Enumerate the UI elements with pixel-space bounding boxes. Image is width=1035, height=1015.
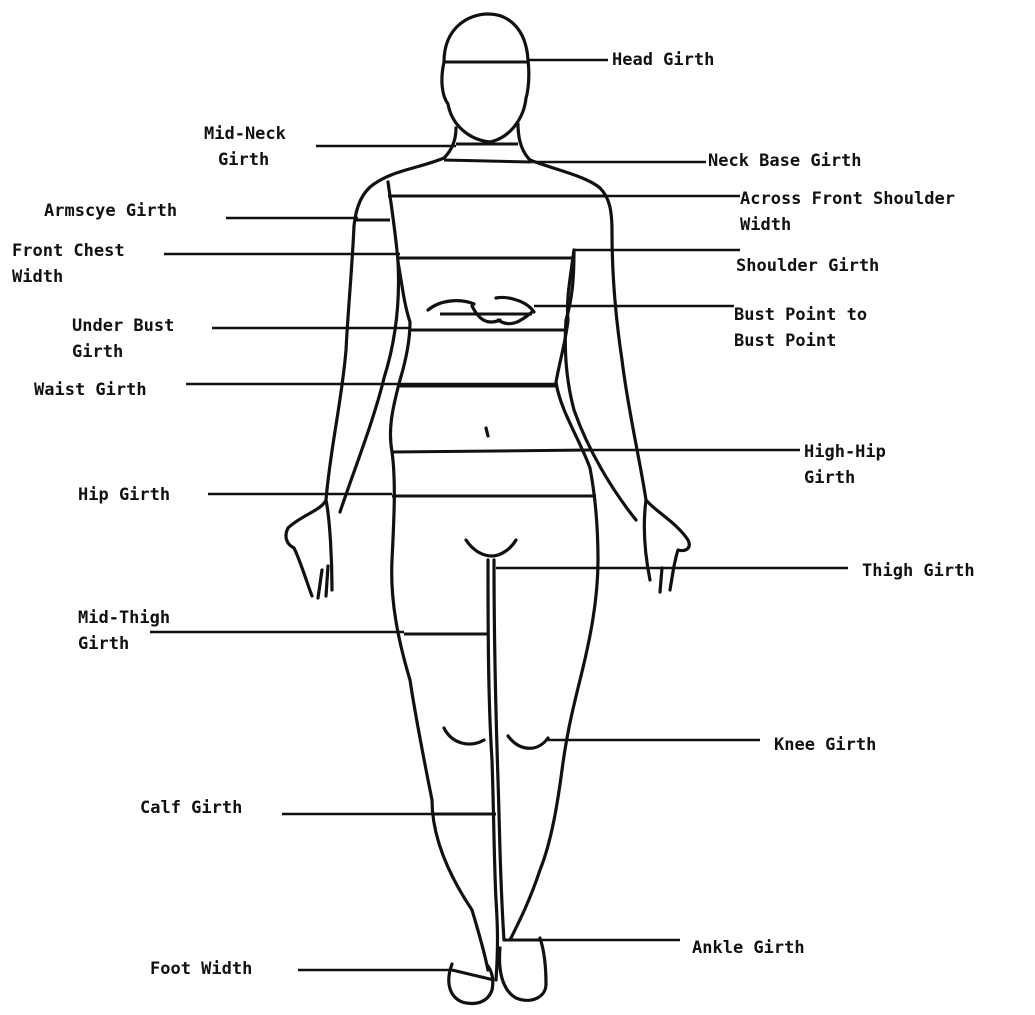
under-bust-girth-label-line2: Girth: [72, 342, 123, 362]
torso-right-side: [510, 250, 598, 940]
under-bust-girth-label-line1: Under Bust: [72, 316, 174, 336]
front-chest-width-label-line2: Width: [12, 267, 63, 287]
bust-point-label-line2: Bust Point: [734, 331, 836, 351]
navel: [486, 428, 488, 436]
across-front-shoulder-label-line1: Across Front Shoulder: [740, 189, 955, 209]
waist-girth-label: Waist Girth: [34, 380, 147, 400]
neck-base-girth-label: Neck Base Girth: [708, 151, 862, 171]
high-hip-girth-line: [392, 450, 590, 452]
right-arm-outline: [612, 232, 689, 592]
across-front-shoulder-label-line2: Width: [740, 215, 791, 235]
high-hip-girth-label-line2: Girth: [804, 468, 855, 488]
shoulder-girth-label: Shoulder Girth: [736, 256, 879, 276]
torso-left-side: [390, 262, 488, 970]
knee-girth-label: Knee Girth: [774, 735, 876, 755]
foot-width-label: Foot Width: [150, 959, 252, 979]
left-arm-inner: [340, 182, 398, 512]
high-hip-girth-label-line1: High-Hip: [804, 442, 886, 462]
thigh-girth-label: Thigh Girth: [862, 561, 975, 581]
armscye-girth-label: Armscye Girth: [44, 201, 177, 221]
hip-girth-label: Hip Girth: [78, 485, 170, 505]
ankle-girth-label: Ankle Girth: [692, 938, 805, 958]
bust-point-label-line1: Bust Point to: [734, 305, 867, 325]
mid-thigh-girth-label-line2: Girth: [78, 634, 129, 654]
left-arm-outline: [286, 226, 354, 598]
right-foot: [500, 938, 546, 1000]
neck-base-girth-line: [444, 160, 530, 162]
front-chest-width-label-line1: Front Chest: [12, 241, 125, 261]
mid-neck-girth-label-line2: Girth: [218, 150, 269, 170]
right-knee: [508, 736, 548, 748]
head-outline: [442, 14, 529, 142]
crotch-outline: [466, 540, 516, 556]
mid-neck-girth-label-line1: Mid-Neck: [204, 124, 286, 144]
bust-outline: [428, 298, 534, 324]
left-knee: [444, 728, 484, 744]
calf-girth-label: Calf Girth: [140, 798, 242, 818]
head-girth-label: Head Girth: [612, 50, 714, 70]
mid-thigh-girth-label-line1: Mid-Thigh: [78, 608, 170, 628]
